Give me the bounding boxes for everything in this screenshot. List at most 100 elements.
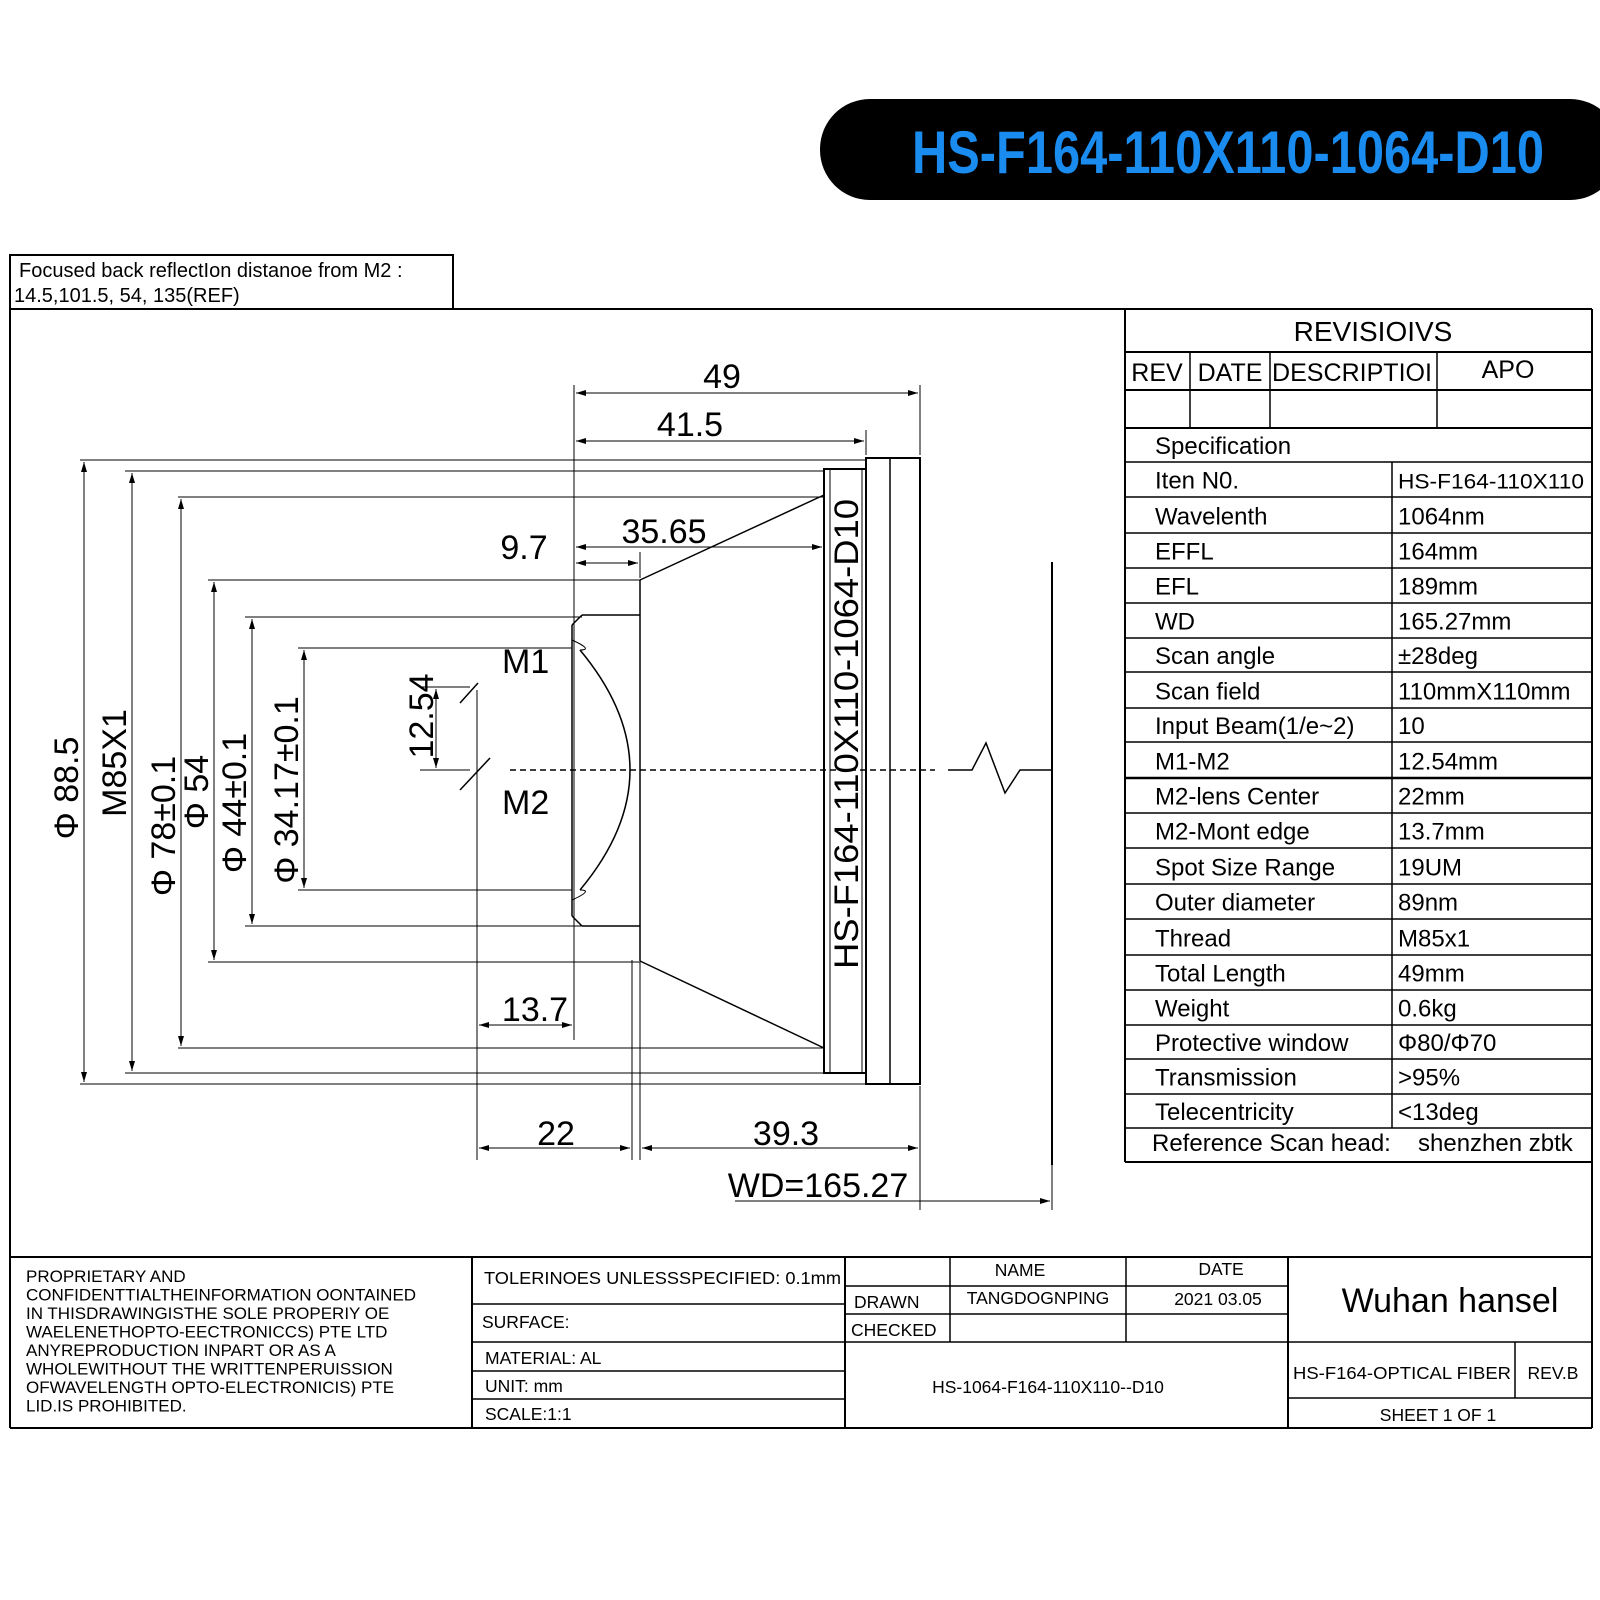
dim-39-3: 39.3 [753, 1115, 819, 1153]
drawn-label: DRAWN [854, 1292, 919, 1312]
mount-flange [865, 457, 921, 1085]
spec-row-label: Iten N0. [1155, 468, 1239, 495]
dim-wd: WD=165.27 [728, 1167, 909, 1205]
spec-row-label: Total Length [1155, 961, 1286, 988]
spec-row-value: 49mm [1398, 961, 1465, 988]
spec-row-label: EFFL [1155, 539, 1214, 566]
proprietary-notice: PROPRIETARY ANDCONFIDENTTIALTHEINFORMATI… [26, 1267, 416, 1416]
spec-row-label: Transmission [1155, 1065, 1297, 1092]
checked-label: CHECKED [851, 1320, 937, 1340]
dim-9-7: 9.7 [500, 529, 547, 567]
revision-code: REV.B [1528, 1363, 1579, 1383]
proprietary-line: CONFIDENTTIALTHEINFORMATION OONTAINED [26, 1286, 416, 1305]
spec-row-value: 164mm [1398, 539, 1478, 566]
note-line-1: Focused back reflectIon distanoe from M2… [19, 260, 403, 282]
title-banner: HS-F164-110X110-1064-D10 [820, 99, 1600, 200]
spec-row-value: 12.54mm [1398, 748, 1498, 775]
spec-row-label: Protective window [1155, 1030, 1349, 1057]
proprietary-line: LID.IS PROHIBITED. [26, 1397, 187, 1416]
spec-row-value: 10 [1398, 713, 1425, 740]
name-header: NAME [995, 1260, 1046, 1280]
rev-header-description: DESCRIPTIOI [1272, 359, 1432, 387]
spec-row-value: 110mmX110mm [1398, 678, 1571, 705]
drawn-name: TANGDOGNPING [967, 1288, 1110, 1308]
dim-49: 49 [703, 358, 741, 396]
spec-row-label: M2-Mont edge [1155, 819, 1310, 846]
sheet-number: SHEET 1 OF 1 [1380, 1405, 1496, 1425]
drawn-date: 2021 03.05 [1174, 1289, 1262, 1309]
dimension-lines [80, 385, 1053, 1210]
spec-row-lines [1125, 461, 1592, 1129]
title-block: PROPRIETARY ANDCONFIDENTTIALTHEINFORMATI… [10, 1256, 1592, 1428]
dim-35-65: 35.65 [621, 513, 706, 551]
spec-row-label: Thread [1155, 925, 1231, 952]
spec-row-value: HS-F164-110X110 [1398, 471, 1584, 494]
dim-phi-78: Φ 78±0.1 [145, 756, 183, 896]
label-m1: M1 [502, 643, 549, 681]
reflection-note-box: Focused back reflectIon distanoe from M2… [9, 254, 454, 310]
unit-text: UNIT: mm [485, 1376, 563, 1396]
spec-row-value: 165.27mm [1398, 609, 1511, 636]
spec-row-label: Wavelenth [1155, 503, 1268, 530]
dim-13-7: 13.7 [502, 991, 568, 1029]
label-m2: M2 [502, 784, 549, 822]
specification-table: Specification Iten N0. HS-F164-110X110Wav… [1125, 433, 1592, 1163]
tolerances-text: TOLERINOES UNLESSSPECIFIED: 0.1mm [484, 1268, 841, 1288]
proprietary-line: IN THISDRAWINGISTHE SOLE PROPERIY OE [26, 1304, 389, 1323]
dim-22: 22 [537, 1115, 575, 1153]
proprietary-line: WAELENETHOPTO-EECTRONICCS) PTE LTD [26, 1323, 387, 1342]
dim-phi-44: Φ 44±0.1 [216, 733, 254, 873]
dimension-labels: 49 41.5 35.65 9.7 13.7 22 39.3 WD=165.27… [48, 358, 908, 1205]
spec-row-label: Telecentricity [1155, 1099, 1294, 1126]
spec-row-label: Spot Size Range [1155, 854, 1335, 881]
spec-row-value: M85x1 [1398, 925, 1470, 952]
rev-header-apo: APO [1482, 356, 1535, 384]
dim-41-5: 41.5 [657, 406, 723, 444]
proprietary-line: PROPRIETARY AND [26, 1267, 186, 1286]
date-header: DATE [1198, 1259, 1243, 1279]
banner-part-number: HS-F164-110X110-1064-D10 [912, 119, 1544, 186]
thread-body [823, 468, 867, 1074]
spec-row-value: 13.7mm [1398, 819, 1485, 846]
lens-surface [579, 649, 631, 891]
spec-row-value: ±28deg [1398, 643, 1478, 670]
dim-phi-34-17: Φ 34.17±0.1 [268, 696, 306, 884]
spec-row-value: 189mm [1398, 574, 1478, 601]
banner-background [820, 99, 1600, 200]
revisions-table: REVISIOIVS REV DATE DESCRIPTIOI APO [1124, 309, 1592, 1162]
spec-row-label: M2-lens Center [1155, 784, 1319, 811]
spec-row-label: M1-M2 [1155, 748, 1230, 775]
spec-row-label: Weight [1155, 996, 1230, 1023]
scale-text: SCALE:1:1 [485, 1404, 572, 1424]
spec-row-label: Scan field [1155, 678, 1260, 705]
spec-row-value: Φ80/Φ70 [1398, 1030, 1496, 1057]
spec-row-label: Scan angle [1155, 643, 1275, 670]
spec-row-label: WD [1155, 609, 1195, 636]
rev-header-rev: REV [1131, 359, 1183, 387]
spec-row-value: 22mm [1398, 784, 1465, 811]
break-symbol [948, 741, 1052, 795]
dim-phi-54: Φ 54 [178, 755, 216, 829]
lens-engraving: HS-F164-110X110-1064-D10 [828, 499, 866, 969]
spec-row-value: 89nm [1398, 890, 1458, 917]
rev-header-date: DATE [1198, 359, 1263, 387]
spec-row-label: Input Beam(1/e~2) [1155, 713, 1354, 740]
spec-row-label: EFL [1155, 574, 1199, 601]
product-name: HS-F164-OPTICAL FIBER [1293, 1363, 1511, 1383]
spec-row-value: >95% [1398, 1065, 1460, 1092]
lens-geometry [459, 457, 1053, 1165]
note-line-2: 14.5,101.5, 54, 135(REF) [14, 285, 240, 307]
spec-row-value: 19UM [1398, 854, 1462, 881]
dim-phi-88-5: Φ 88.5 [48, 737, 86, 840]
dim-12-54: 12.54 [403, 673, 441, 758]
proprietary-line: OFWAVELENGTH OPTO-ELECTRONICIS) PTE [26, 1378, 394, 1397]
dim-m85x1: M85X1 [96, 709, 134, 817]
spec-row-value: <13deg [1398, 1099, 1479, 1126]
drawing-frame [9, 308, 1593, 1429]
surface-text: SURFACE: [482, 1312, 570, 1332]
company-name: Wuhan hansel [1342, 1282, 1559, 1320]
revisions-title: REVISIOIVS [1294, 316, 1453, 347]
spec-title: Specification [1155, 433, 1291, 460]
